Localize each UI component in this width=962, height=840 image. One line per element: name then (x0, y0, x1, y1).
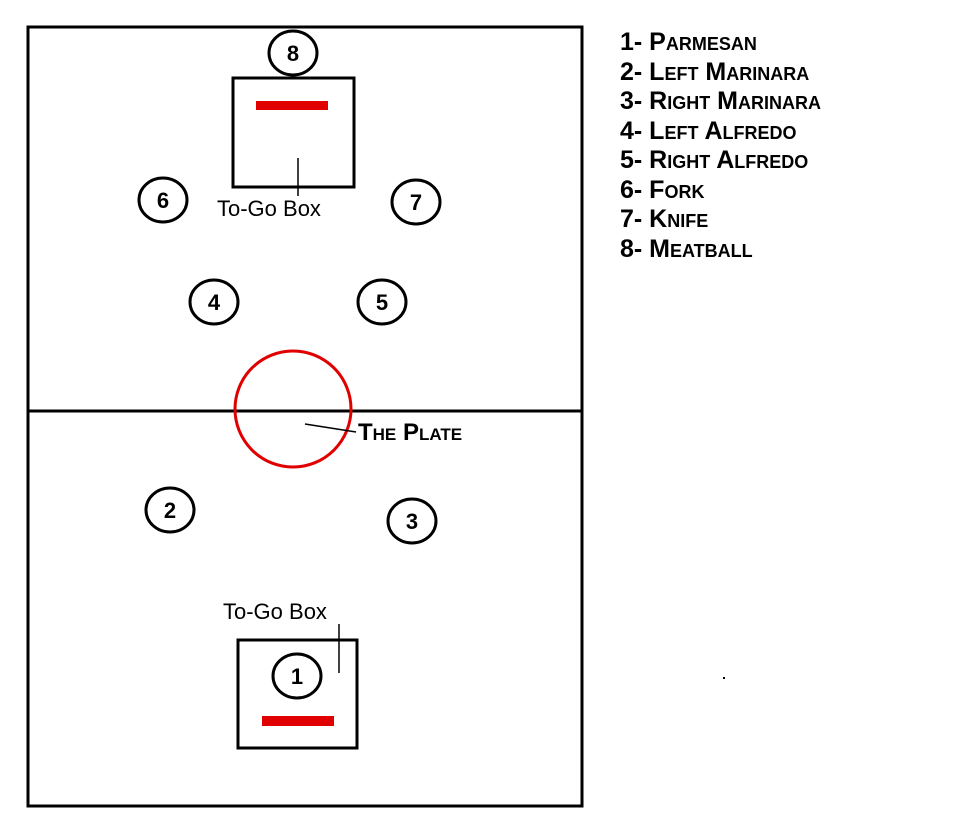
marker-3-number: 3 (406, 509, 418, 534)
legend-item-knife: 7- Knife (620, 205, 709, 233)
marker-5: 5 (356, 278, 408, 326)
marker-3-circle (386, 497, 438, 545)
marker-5-circle (356, 278, 408, 326)
legend-item-right-marinara: 3- Right Marinara (620, 87, 821, 115)
marker-6: 6 (137, 176, 189, 224)
marker-7-number: 7 (410, 190, 422, 215)
marker-7-circle (390, 178, 442, 226)
legend-item-right-alfredo: 5- Right Alfredo (620, 146, 809, 174)
legend-item-left-marinara: 2- Left Marinara (620, 57, 810, 86)
marker-8-circle (267, 29, 319, 77)
marker-4-number: 4 (208, 290, 221, 315)
marker-8-number: 8 (287, 41, 299, 66)
marker-8: 8 (267, 29, 319, 77)
stray-dot (723, 677, 725, 679)
marker-6-number: 6 (157, 188, 169, 213)
legend-item-left-alfredo: 4- Left Alfredo (620, 116, 797, 145)
legend-item-meatball: 8- Meatball (620, 234, 753, 263)
legend-item-parmesan: 1- Parmesan (620, 28, 757, 56)
marker-1-circle (271, 652, 323, 700)
marker-2-circle (144, 486, 196, 534)
bottom-to-go-box (236, 638, 359, 750)
marker-6-circle (137, 176, 189, 224)
marker-2: 2 (144, 486, 196, 534)
top-to-go-box (231, 76, 356, 189)
field-outline (26, 25, 584, 808)
plate-leader-line (304, 423, 357, 433)
legend-item-fork: 6- Fork (620, 175, 705, 204)
marker-4-circle (188, 278, 240, 326)
top-box-red-bar (256, 101, 328, 110)
bottom-box-red-bar (262, 716, 334, 726)
plate-label: The Plate (358, 419, 462, 446)
marker-2-number: 2 (164, 498, 176, 523)
plate-circle (233, 349, 353, 469)
marker-1-number: 1 (291, 664, 303, 689)
bottom-box-label: To-Go Box (223, 599, 327, 624)
marker-7: 7 (390, 178, 442, 226)
marker-5-number: 5 (376, 290, 388, 315)
marker-3: 3 (386, 497, 438, 545)
top-box-label: To-Go Box (217, 196, 321, 221)
marker-4: 4 (188, 278, 240, 326)
marker-1: 1 (271, 652, 323, 700)
legend: 1- Parmesan 2- Left Marinara 3- Right Ma… (620, 28, 821, 264)
